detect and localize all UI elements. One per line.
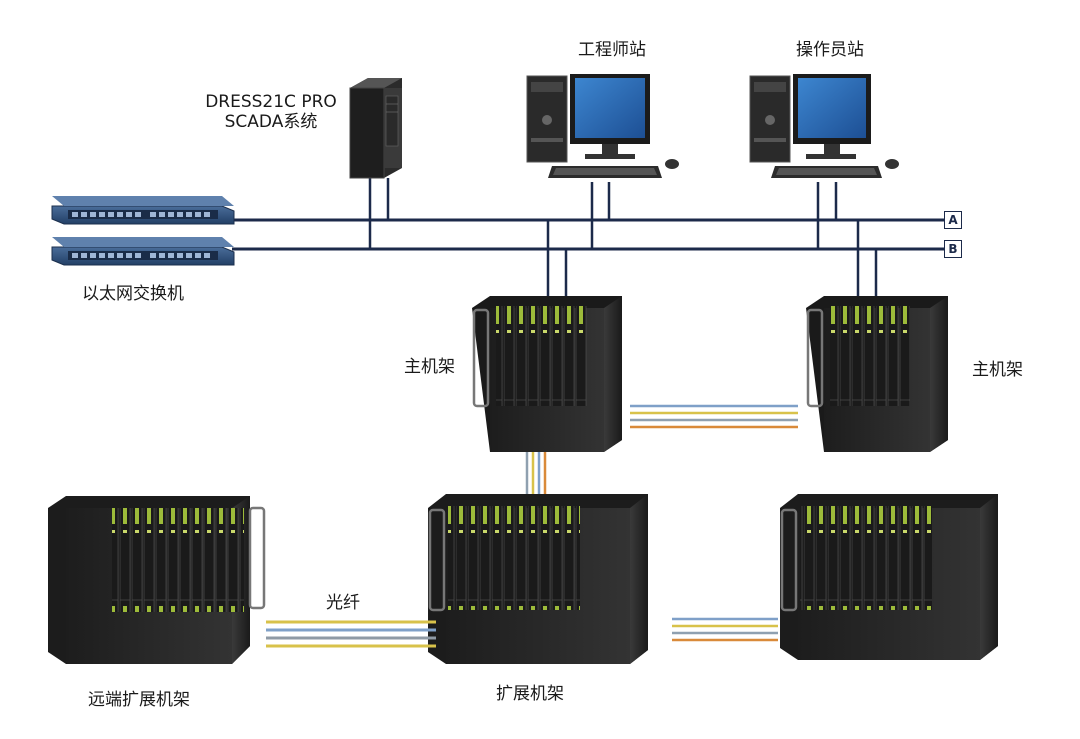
expansion-rack-right-icon bbox=[780, 494, 998, 660]
main-to-expansion-link bbox=[525, 452, 547, 494]
engineer-station-label: 工程师站 bbox=[578, 40, 646, 60]
fiber-link bbox=[266, 620, 436, 648]
scada-server-icon bbox=[349, 78, 402, 179]
main-rack-left-label: 主机架 bbox=[404, 357, 455, 377]
bus-drop-lines bbox=[368, 178, 878, 300]
ethernet-switch-label: 以太网交换机 bbox=[82, 284, 184, 304]
scada-label-line1: DRESS21C PRO bbox=[205, 92, 337, 112]
scada-label: DRESS21C PRO SCADA系统 bbox=[196, 92, 346, 132]
remote-expansion-rack-label: 远端扩展机架 bbox=[88, 690, 190, 710]
main-rack-right-icon bbox=[806, 296, 948, 452]
expansion-rack-label: 扩展机架 bbox=[496, 684, 564, 704]
scada-label-line2: SCADA系统 bbox=[224, 112, 318, 132]
remote-expansion-rack-icon bbox=[48, 496, 266, 664]
main-rack-interlink bbox=[630, 404, 798, 429]
main-rack-left-icon bbox=[472, 296, 622, 452]
expansion-rack-icon bbox=[428, 494, 648, 664]
fiber-label: 光纤 bbox=[326, 593, 360, 613]
ethernet-switch-bottom bbox=[51, 237, 235, 266]
main-rack-right-label: 主机架 bbox=[972, 360, 1023, 380]
bus-b-tag: B bbox=[944, 240, 962, 258]
expansion-interlink bbox=[672, 617, 778, 642]
bus-a-tag: A bbox=[944, 211, 962, 229]
operator-station-icon bbox=[749, 74, 899, 178]
engineer-station-icon bbox=[526, 74, 679, 178]
operator-station-label: 操作员站 bbox=[796, 40, 864, 60]
ethernet-switch-top bbox=[51, 196, 235, 225]
